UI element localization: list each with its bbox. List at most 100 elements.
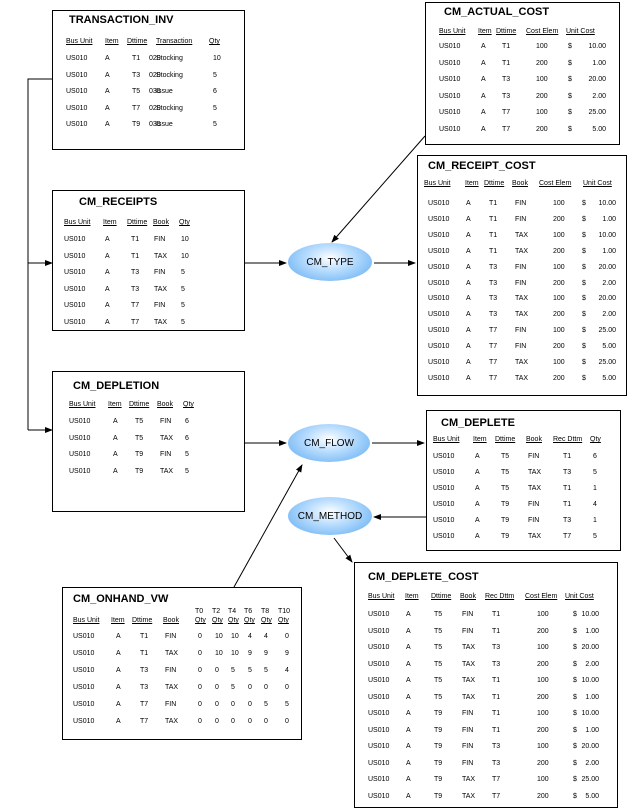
table-cell: FIN [462, 628, 474, 635]
table-cell: 9 [264, 650, 268, 657]
table-cell: A [105, 236, 110, 243]
table-cell: FIN [165, 701, 177, 708]
table-cell: 0 [248, 701, 252, 708]
table-cell: A [466, 343, 471, 350]
table-cell: $ [573, 611, 577, 618]
table-cell: A [105, 286, 110, 293]
table-cell: T5 [434, 661, 443, 668]
table-cell: 5 [185, 468, 189, 475]
table-cell: 1 [593, 485, 597, 492]
table-cell: TAX [515, 295, 529, 302]
qty-header: Qty [228, 617, 239, 624]
table-cell: FIN [154, 302, 166, 309]
table-title: CM_DEPLETE_COST [368, 571, 479, 583]
table-cell: A [481, 93, 486, 100]
table-cell: A [406, 776, 411, 783]
table-cell: A [105, 269, 110, 276]
column-header: Bus Unit [66, 38, 93, 45]
table-cell: 030 [149, 121, 161, 128]
table-cell: 100 [537, 611, 549, 618]
table-cell: 10.00 [581, 611, 599, 618]
table-cell: US010 [439, 60, 461, 67]
table-cell: 6 [593, 453, 597, 460]
table-title: TRANSACTION_INV [69, 14, 174, 26]
table-cell: A [116, 718, 121, 725]
table-cell: US010 [66, 88, 88, 95]
table-cell: FIN [528, 453, 540, 460]
table-cell: 100 [553, 327, 565, 334]
table-cell: T1 [132, 55, 141, 62]
table-cell: US010 [64, 302, 86, 309]
table-cell: TAX [528, 533, 542, 540]
table-cell: 2.00 [585, 760, 599, 767]
column-header: Item [405, 593, 419, 600]
table-cell: $ [573, 694, 577, 701]
table-cell: FIN [515, 264, 527, 271]
table-cell: T3 [140, 667, 149, 674]
table-cell: 100 [536, 109, 548, 116]
table-cell: A [466, 216, 471, 223]
table-cell: T5 [434, 694, 443, 701]
table-title: CM_ONHAND_VW [73, 593, 169, 605]
table-cell: TAX [515, 375, 529, 382]
table-cell: A [475, 485, 480, 492]
table-cell: A [466, 295, 471, 302]
table-cell: T7 [489, 343, 498, 350]
table-cell: $ [573, 793, 577, 800]
table-cell: T9 [434, 727, 443, 734]
column-header: Dttime [129, 401, 150, 408]
table-cell: US010 [64, 319, 86, 326]
column-header: Rec Dttm [485, 593, 515, 600]
table-cell: 0 [285, 684, 289, 691]
table-cell: US010 [433, 485, 455, 492]
table-cell: 100 [553, 359, 565, 366]
period-header: T4 [228, 608, 237, 615]
table-cell: T5 [132, 88, 141, 95]
table-cell: $ [568, 109, 572, 116]
table-cell: T1 [563, 501, 572, 508]
table-cell: T3 [140, 684, 149, 691]
table-cell: 4 [264, 633, 268, 640]
table-cell: 10.00 [598, 232, 616, 239]
table-cell: 5.00 [602, 343, 616, 350]
table-cell: T3 [132, 72, 141, 79]
table-cell: A [475, 469, 480, 476]
table-cell: US010 [66, 72, 88, 79]
table-cell: US010 [368, 743, 390, 750]
table-cell: 10.00 [598, 200, 616, 207]
column-header: Unit Cost [565, 593, 594, 600]
table-cell: T1 [489, 232, 498, 239]
qty-header: Qty [195, 617, 206, 624]
table-cell: $ [582, 232, 586, 239]
table-cell: A [406, 793, 411, 800]
column-header: Item [103, 219, 117, 226]
table-cell: T3 [492, 760, 501, 767]
table-cell: 25.00 [588, 109, 606, 116]
table-cell: T3 [131, 286, 140, 293]
table-cell: T1 [140, 650, 149, 657]
table-cell: A [113, 418, 118, 425]
table-cell: T9 [135, 451, 144, 458]
table-cell: US010 [64, 286, 86, 293]
table-cell: $ [573, 661, 577, 668]
qty-header: Qty [212, 617, 223, 624]
table-cell: 100 [537, 710, 549, 717]
cm-method-label: CM_METHOD [297, 510, 363, 522]
column-header: Item [473, 436, 487, 443]
table-cell: $ [573, 727, 577, 734]
column-header: Dttime [132, 617, 153, 624]
table-cell: 5 [213, 72, 217, 79]
table-cell: US010 [368, 677, 390, 684]
table-cell: A [406, 727, 411, 734]
table-cell: 030 [149, 88, 161, 95]
table-cell: A [113, 435, 118, 442]
table-cell: 10 [213, 55, 221, 62]
table-cell: A [481, 43, 486, 50]
table-cell: $ [568, 93, 572, 100]
column-header: Bus Unit [69, 401, 96, 408]
table-cell: A [475, 533, 480, 540]
table-cell: TAX [154, 319, 168, 326]
table-cell: US010 [73, 667, 95, 674]
table-cell: US010 [433, 533, 455, 540]
